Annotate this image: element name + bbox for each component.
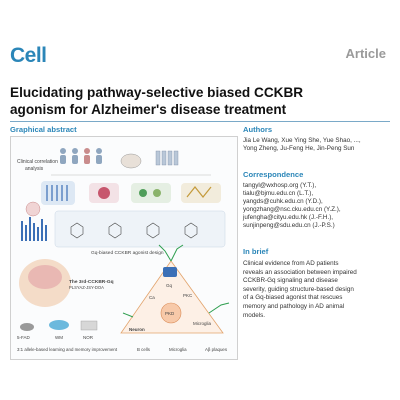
email-line[interactable]: yongzhang@nsc.cku.edu.cn (Y.Z.), bbox=[243, 206, 341, 214]
label-b-cells: B cells bbox=[137, 347, 151, 352]
email-line[interactable]: tangyl@wxhosp.org (Y.T.), bbox=[243, 182, 317, 189]
patient-icons bbox=[60, 148, 102, 164]
label-clinical: Clinical correlation bbox=[17, 159, 58, 165]
brief-line: of a Gq-biased agonist that rescues bbox=[243, 294, 343, 302]
correspondence-heading: Correspondence bbox=[243, 170, 304, 179]
label-pkc: PKC bbox=[183, 293, 193, 298]
label-gq-design: Gq-biased CCKBR agonist design bbox=[91, 250, 164, 256]
label-test-1: WM bbox=[55, 335, 63, 340]
label-model: 5-FAD bbox=[17, 335, 31, 340]
label-microglia-in-cell: Microglia bbox=[193, 321, 212, 326]
label-microglia: Microglia bbox=[169, 347, 187, 352]
title-line-1: Elucidating pathway-selective biased CCK… bbox=[10, 85, 304, 100]
email-line[interactable]: sunjinpeng@sdu.edu.cn (J.-P.S.) bbox=[243, 222, 335, 230]
label-gq: Gq bbox=[166, 283, 173, 288]
paper-title: Elucidating pathway-selective biased CCK… bbox=[10, 84, 380, 118]
brief-line: CCKBR-Gq signaling and disease bbox=[243, 277, 338, 285]
mouse-icon bbox=[20, 323, 34, 331]
correspondence-list: tangyl@wxhosp.org (Y.T.), tialu@bjmu.edu… bbox=[243, 182, 393, 231]
brief-line: Clinical evidence from AD patients bbox=[243, 260, 339, 267]
brief-line: models. bbox=[243, 311, 266, 319]
authors-line: Yong Zheng, Ju-Feng He, Jin-Peng Sun bbox=[243, 145, 355, 153]
receptor-icon bbox=[163, 267, 177, 277]
authors-heading: Authors bbox=[243, 125, 273, 134]
label-pkd: PKD bbox=[165, 311, 175, 316]
label-plaques: Aβ plaques bbox=[205, 347, 228, 352]
journal-logo: Cell bbox=[10, 44, 47, 67]
authors-list: Jia Le Wang, Xue Ying She, Yue Shao, ...… bbox=[243, 137, 393, 153]
nor-box-icon bbox=[80, 320, 98, 331]
label-analysis: analysis bbox=[25, 166, 44, 172]
brain-icon bbox=[120, 153, 142, 169]
brief-line: reveals an association between impaired bbox=[243, 268, 357, 276]
email-line[interactable]: yangds@cuhk.edu.cn (Y.D.), bbox=[243, 198, 323, 206]
neuron-cell-body bbox=[120, 260, 224, 334]
brief-line: memory and pathology in AD animal bbox=[243, 302, 345, 310]
cell-icon bbox=[25, 201, 41, 217]
label-ca: Ca bbox=[149, 295, 155, 300]
label-neuron: Neuron bbox=[129, 327, 145, 332]
in-brief-heading: In brief bbox=[243, 247, 269, 256]
title-line-2: agonism for Alzheimer's disease treatmen… bbox=[10, 102, 287, 117]
graphical-abstract-figure: Clinical correlation analysis bbox=[10, 136, 238, 360]
in-brief-text: Clinical evidence from AD patients revea… bbox=[243, 260, 393, 320]
sample-tubes-icon bbox=[155, 150, 179, 166]
email-line[interactable]: jufengha@cityu.edu.hk (J.-F.H.), bbox=[243, 214, 334, 222]
nucleus bbox=[160, 302, 182, 324]
graphical-abstract-svg: Clinical correlation analysis bbox=[17, 148, 230, 352]
design-panel bbox=[54, 210, 226, 248]
brief-line: severity, guiding structure-based design bbox=[243, 285, 354, 293]
authors-line: Jia Le Wang, Xue Ying She, Yue Shao, ...… bbox=[243, 137, 361, 144]
graphical-abstract-heading: Graphical abstract bbox=[10, 125, 77, 134]
label-agonist-2: PLSYAZ-JSY-DOA bbox=[69, 285, 104, 290]
article-type-label: Article bbox=[345, 46, 386, 61]
brain-in-head-icon bbox=[28, 265, 62, 289]
label-agonist-1: The 3rd-CCKBR-Gq bbox=[69, 279, 114, 285]
molecule-icons bbox=[70, 222, 198, 239]
neuron-dendrites bbox=[122, 244, 230, 318]
label-test-2: NOR bbox=[83, 335, 94, 340]
email-line[interactable]: tialu@bjmu.edu.cn (L.T.), bbox=[243, 190, 314, 198]
water-maze-icon bbox=[49, 320, 69, 330]
header-divider bbox=[10, 121, 390, 122]
receptor-structure-icons bbox=[41, 181, 221, 205]
label-outcome: 3:1 allele-based learning and memory imp… bbox=[17, 347, 118, 352]
signaling-bars-icon bbox=[21, 217, 47, 241]
